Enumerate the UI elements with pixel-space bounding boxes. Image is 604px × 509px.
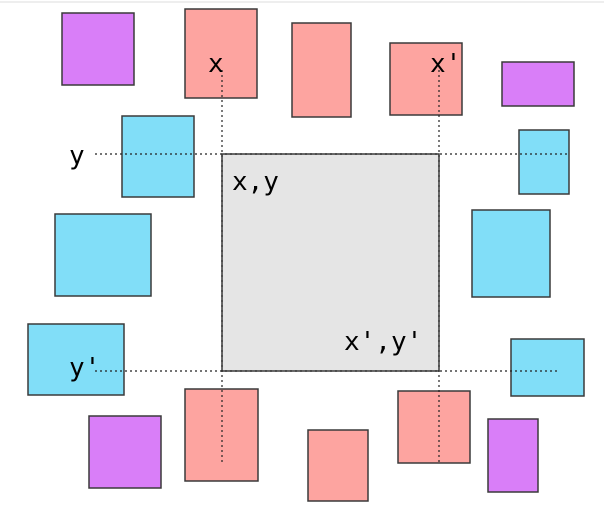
red-rect xyxy=(389,42,463,116)
purple-rect xyxy=(88,415,162,489)
blue-rect xyxy=(27,323,125,396)
label-corner-top-left: x,y xyxy=(232,167,279,197)
purple-rect xyxy=(501,61,575,107)
purple-rect xyxy=(61,12,135,86)
blue-rect xyxy=(121,115,195,198)
blue-rect xyxy=(518,129,570,195)
red-rect xyxy=(291,22,352,118)
label-x-prime: x' xyxy=(430,49,461,79)
label-y-prime: y' xyxy=(69,353,100,383)
blue-rect xyxy=(510,338,585,397)
red-rect xyxy=(184,8,258,99)
red-rect xyxy=(307,429,369,502)
blue-rect xyxy=(471,209,551,298)
purple-rect xyxy=(487,418,539,493)
blue-rect xyxy=(54,213,152,297)
label-y: y xyxy=(69,141,85,171)
label-corner-bottom-right: x',y' xyxy=(344,327,422,357)
center-region xyxy=(221,153,440,372)
red-rect xyxy=(397,390,471,464)
label-x: x xyxy=(208,49,224,79)
